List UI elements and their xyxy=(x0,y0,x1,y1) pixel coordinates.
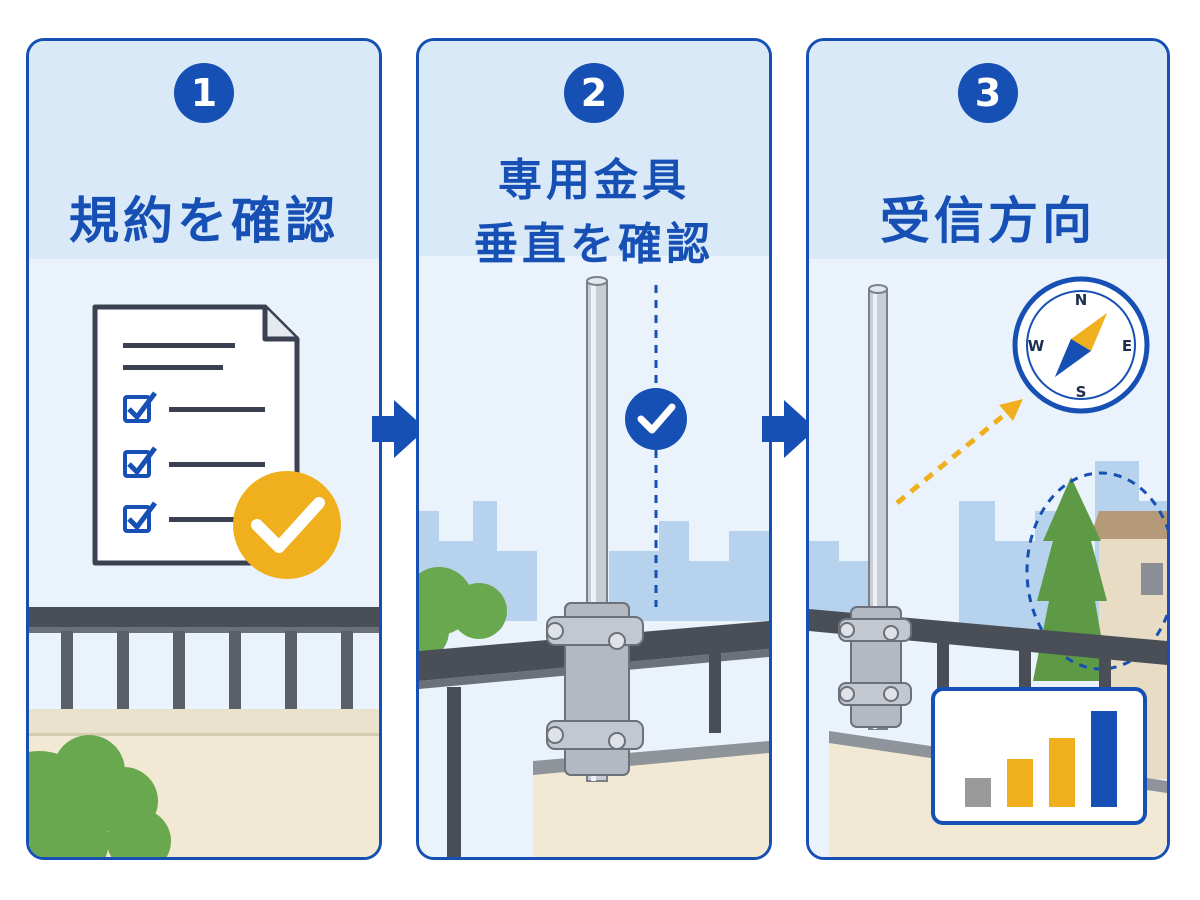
step-panel-3: N S E W xyxy=(806,38,1170,860)
next-arrow-icon xyxy=(372,400,426,458)
balcony-scene-3: N S E W xyxy=(809,41,1167,857)
step-panel-2: 2 専用金具 垂直を確認 xyxy=(416,38,772,860)
step-title: 規約を確認 xyxy=(69,192,339,250)
balcony-scene-2 xyxy=(419,41,769,857)
step-number-badge: 2 xyxy=(564,63,624,123)
compass-west-label: W xyxy=(1028,337,1045,355)
step-title: 受信方向 xyxy=(880,192,1096,250)
balcony-scene-1 xyxy=(29,41,379,857)
compass-icon: N S E W xyxy=(1012,276,1150,414)
mounting-bracket xyxy=(838,606,912,728)
step-panel-1: 1 規約を確認 xyxy=(26,38,382,860)
check-circle-icon xyxy=(625,388,687,450)
next-arrow-icon xyxy=(762,400,816,458)
step-number-badge: 3 xyxy=(958,63,1018,123)
step-title-line-1: 専用金具 xyxy=(498,155,690,206)
tree xyxy=(419,567,507,661)
signal-bar xyxy=(1007,759,1033,807)
signal-bars-icon xyxy=(931,687,1147,825)
mounting-bracket xyxy=(546,602,644,776)
signal-bar xyxy=(965,778,991,807)
step-title: 専用金具 垂直を確認 xyxy=(419,149,769,277)
step-number-badge: 1 xyxy=(174,63,234,123)
compass-north-label: N xyxy=(1075,291,1088,309)
compass-south-label: S xyxy=(1076,383,1087,401)
tree xyxy=(1033,477,1109,681)
step-title-line-2: 垂直を確認 xyxy=(474,219,714,270)
checkbox-icon xyxy=(123,391,157,533)
compass-east-label: E xyxy=(1122,337,1132,355)
signal-bar xyxy=(1091,711,1117,807)
check-badge-icon xyxy=(233,471,341,579)
shrub xyxy=(29,735,171,857)
signal-bar xyxy=(1049,738,1075,807)
